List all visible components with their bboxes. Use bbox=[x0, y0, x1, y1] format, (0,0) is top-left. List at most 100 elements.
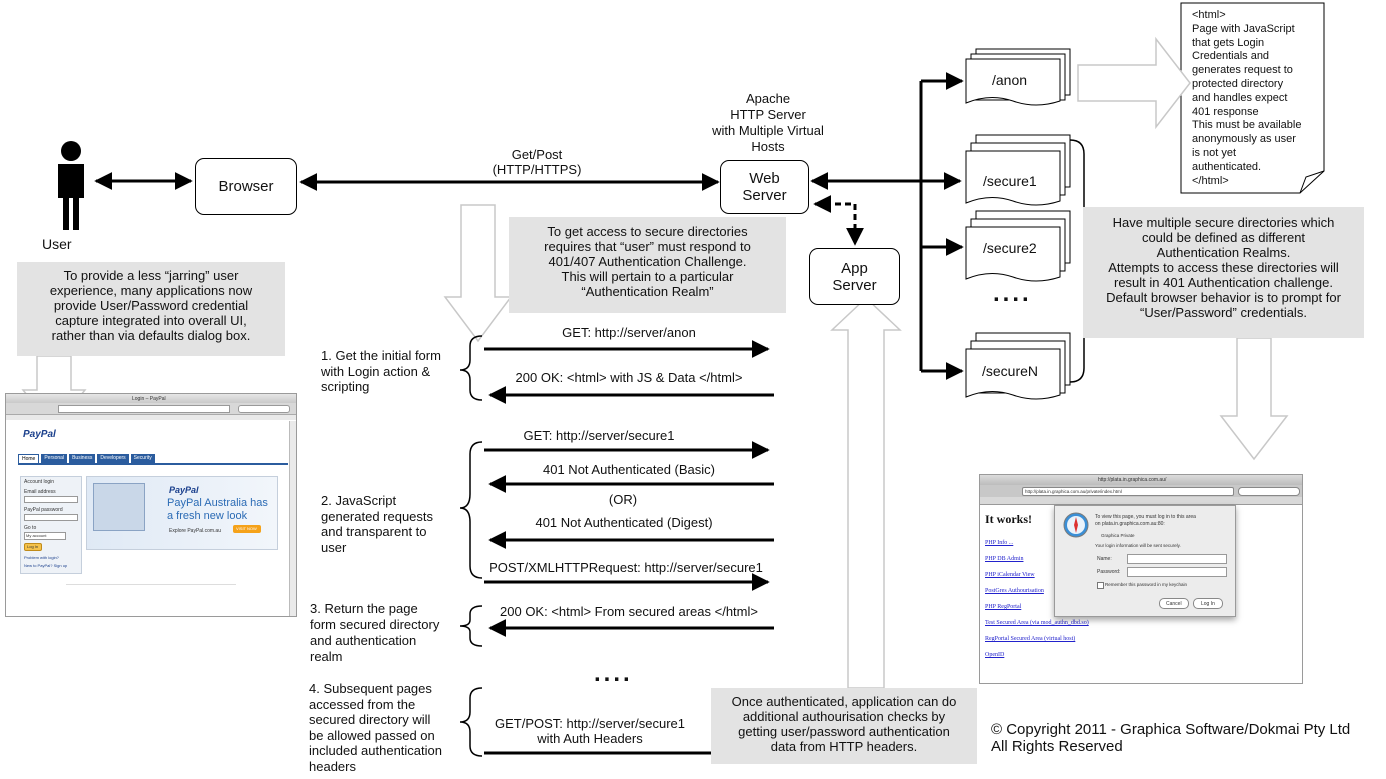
safari-cancel-button[interactable]: Cancel bbox=[1159, 598, 1189, 609]
safari-toolbar: http://plata.in.graphica.com.au/private/… bbox=[980, 485, 1302, 497]
paypal-tab-security[interactable]: Security bbox=[130, 454, 155, 464]
safari-bookmarks bbox=[980, 497, 1302, 505]
safari-link-icalendar[interactable]: PHP iCalendar View bbox=[985, 572, 1035, 578]
safari-password-input[interactable] bbox=[1127, 567, 1227, 577]
paypal-goto-select[interactable]: My account bbox=[24, 532, 66, 540]
ux-note: To provide a less “jarring” user experie… bbox=[17, 262, 285, 356]
safari-link-regportal[interactable]: PHP RegPortal bbox=[985, 604, 1022, 610]
paypal-login-button[interactable]: Log In bbox=[24, 543, 42, 551]
paypal-url-bar[interactable] bbox=[58, 405, 230, 413]
paypal-email-input[interactable] bbox=[24, 496, 78, 503]
directory-branches bbox=[919, 72, 964, 380]
paypal-banner-image bbox=[93, 483, 145, 531]
safari-link-test-secured[interactable]: Test Secured Area (via mod_authn_dbd.so) bbox=[985, 620, 1089, 626]
step-2-label: 2. JavaScript generated requests and tra… bbox=[321, 493, 434, 555]
paypal-window-title: Login – PayPal bbox=[132, 396, 166, 402]
safari-auth-dialog: To view this page, you must log in to th… bbox=[1054, 505, 1236, 617]
paypal-goto-value: My account bbox=[26, 533, 47, 538]
msg-200-secured: 200 OK: <html> From secured areas </html… bbox=[500, 604, 758, 619]
apache-label: Apache HTTP Server with Multiple Virtual… bbox=[712, 91, 824, 154]
copyright: © Copyright 2011 - Graphica Software/Dok… bbox=[991, 721, 1351, 755]
step-4-label: 4. Subsequent pages accessed from the se… bbox=[309, 681, 442, 774]
paypal-forgot-link[interactable]: Problem with login? bbox=[24, 555, 59, 560]
safari-links: PHP Info ... PHP DB Admin PHP iCalendar … bbox=[985, 535, 1089, 663]
paypal-goto-label: Go to bbox=[24, 525, 37, 531]
safari-password-label: Password: bbox=[1097, 569, 1121, 575]
dir-stack-anon bbox=[965, 48, 1071, 106]
safari-dialog-text: To view this page, you must log in to th… bbox=[1095, 514, 1196, 527]
app-server-node: App Server bbox=[809, 248, 900, 305]
paypal-password-input[interactable] bbox=[24, 514, 78, 521]
paypal-login-panel: Account login Email address PayPal passw… bbox=[20, 476, 82, 574]
dir-secureN-label: /secureN bbox=[982, 363, 1039, 379]
paypal-tabs: Home Personal Business Developers Securi… bbox=[18, 454, 155, 464]
msg-post-xhr: POST/XMLHTTPRequest: http://server/secur… bbox=[489, 560, 763, 575]
dir-anon-label: /anon bbox=[992, 72, 1028, 88]
safari-login-button[interactable]: Log In bbox=[1193, 598, 1223, 609]
safari-url: http://plata.in.graphica.com.au/private/… bbox=[1025, 489, 1122, 494]
dir-secure2-label: /secure2 bbox=[983, 240, 1037, 256]
paypal-footer-links bbox=[66, 584, 236, 593]
safari-window-title: http://plata.in.graphica.com.au/ bbox=[1098, 477, 1167, 483]
user-label: User bbox=[42, 236, 72, 252]
paypal-banner-brand: PayPal bbox=[169, 485, 199, 495]
paypal-search-box[interactable] bbox=[238, 405, 290, 413]
getpost-label: Get/Post (HTTP/HTTPS) bbox=[492, 147, 582, 177]
browser-label: Browser bbox=[218, 178, 274, 195]
safari-link-regportal-secured[interactable]: RegPortal Secured Area (virtual host) bbox=[985, 636, 1076, 642]
safari-url-bar[interactable]: http://plata.in.graphica.com.au/private/… bbox=[1022, 487, 1234, 496]
paypal-toolbar bbox=[6, 403, 296, 415]
paypal-screenshot: Login – PayPal PayPal Home Personal Busi… bbox=[5, 393, 297, 617]
safari-name-input[interactable] bbox=[1127, 554, 1227, 564]
safari-name-label: Name: bbox=[1097, 556, 1112, 562]
msg-or: (OR) bbox=[608, 492, 638, 507]
dir-ellipsis: .... bbox=[993, 280, 1032, 307]
step-braces bbox=[459, 335, 483, 757]
msg-get-secure1: GET: http://server/secure1 bbox=[523, 428, 675, 443]
safari-login-label: Log In bbox=[1201, 601, 1215, 607]
msg-401-digest: 401 Not Authenticated (Digest) bbox=[535, 515, 713, 530]
safari-remember-label: Remember this password in my keychain bbox=[1105, 582, 1188, 587]
dir-stack-secureN bbox=[965, 332, 1071, 400]
safari-dialog-secure: Your login information will be sent secu… bbox=[1095, 543, 1181, 548]
msg-200-html: 200 OK: <html> with JS & Data </html> bbox=[515, 370, 743, 385]
browser-node: Browser bbox=[195, 158, 297, 215]
safari-heading: It works! bbox=[985, 512, 1032, 526]
safari-link-php-db[interactable]: PHP DB Admin bbox=[985, 556, 1024, 562]
safari-link-openid[interactable]: OpenID bbox=[985, 652, 1005, 658]
dir-stack-secure1 bbox=[965, 134, 1071, 206]
paypal-tab-underline bbox=[18, 463, 288, 465]
webserver-appserver-link bbox=[813, 195, 864, 246]
safari-titlebar: http://plata.in.graphica.com.au/ bbox=[980, 475, 1302, 485]
paypal-banner-sub: Explore PayPal.com.au bbox=[169, 528, 221, 534]
safari-cancel-label: Cancel bbox=[1166, 601, 1182, 607]
paypal-password-label: PayPal password bbox=[24, 507, 63, 513]
safari-link-php-info[interactable]: PHP Info ... bbox=[985, 540, 1014, 546]
step-3-label: 3. Return the page form secured director… bbox=[310, 601, 440, 664]
web-server-node: Web Server bbox=[720, 160, 809, 214]
msg-get-anon: GET: http://server/anon bbox=[562, 325, 696, 340]
paypal-scrollbar[interactable] bbox=[289, 421, 296, 616]
web-server-label: Web Server bbox=[742, 170, 787, 204]
paypal-tab-personal[interactable]: Personal bbox=[41, 454, 68, 464]
safari-remember-checkbox[interactable] bbox=[1097, 582, 1104, 589]
safari-search-box[interactable] bbox=[1238, 487, 1300, 496]
paypal-logo: PayPal bbox=[23, 429, 56, 440]
paypal-login-button-label: Log In bbox=[27, 544, 39, 549]
access-note: To get access to secure directories requ… bbox=[509, 217, 786, 313]
msg-get-post-auth: GET/POST: http://server/secure1 with Aut… bbox=[494, 716, 685, 746]
paypal-banner-headline: PayPal Australia has a fresh new look bbox=[167, 497, 268, 522]
html-note: <html> Page with JavaScript that gets Lo… bbox=[1192, 9, 1302, 187]
paypal-bookmarks bbox=[6, 415, 296, 420]
html-note-page bbox=[1180, 2, 1325, 194]
user-icon bbox=[58, 141, 84, 230]
paypal-visit-button[interactable]: VISIT NOW bbox=[233, 525, 261, 533]
safari-link-postgres[interactable]: PostGres Authourisation bbox=[985, 588, 1044, 594]
callout-arrows bbox=[21, 36, 1289, 689]
paypal-tab-business[interactable]: Business bbox=[69, 454, 96, 464]
paypal-tab-developers[interactable]: Developers bbox=[97, 454, 129, 464]
dir-stack-secure2 bbox=[965, 210, 1071, 282]
dir-secure1-label: /secure1 bbox=[983, 173, 1037, 189]
paypal-new-link[interactable]: New to PayPal? Sign up bbox=[24, 563, 68, 568]
